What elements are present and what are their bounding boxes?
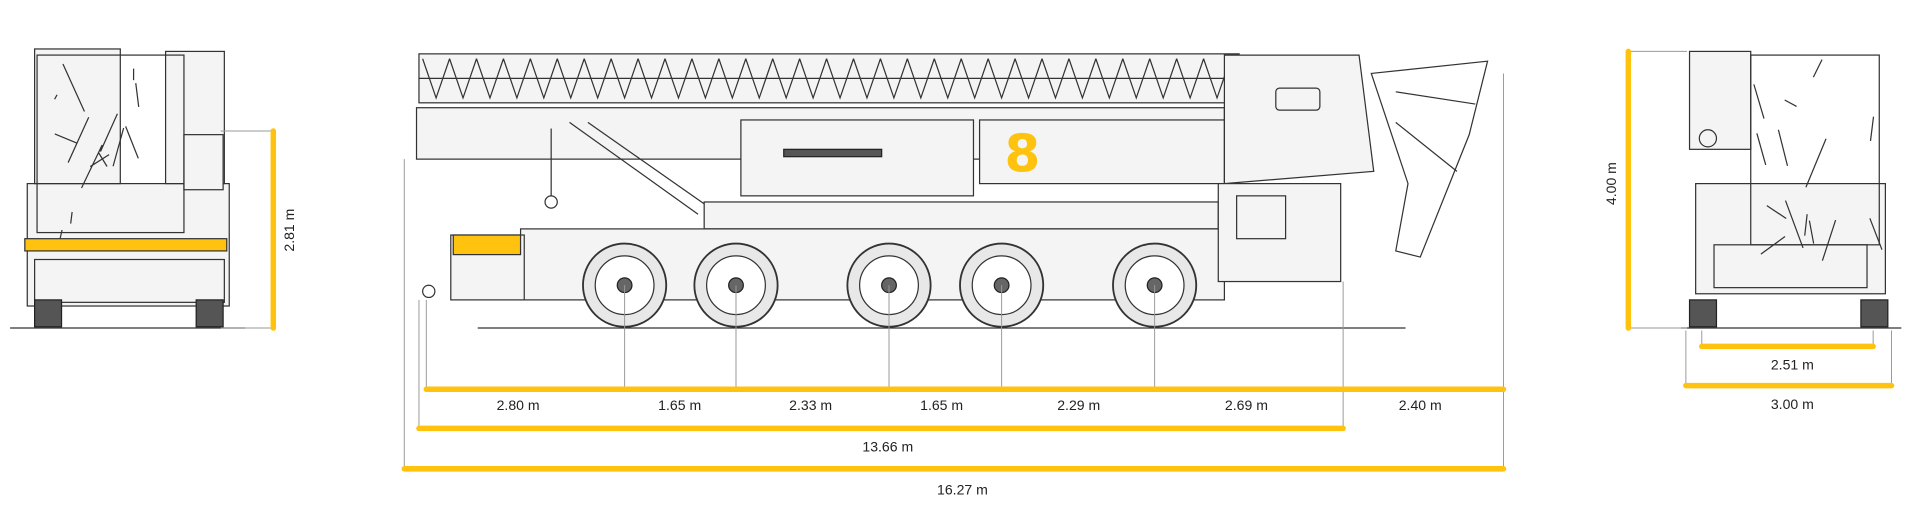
overall-width-label: 3.00 m xyxy=(1771,396,1814,412)
front-height-label: 4.00 m xyxy=(1603,162,1619,205)
crane-cab xyxy=(1223,54,1375,185)
side-view: 8 2.80 m 1.65 m 2.33 m 1.65 m 2.29 m 2.6… xyxy=(401,53,1507,498)
segment-label: 2.29 m xyxy=(1057,397,1100,413)
front-view: 4.00 m 2.51 m 3.00 m xyxy=(1603,48,1902,412)
rear-bumper-stripe xyxy=(24,238,228,252)
total-length-label: 16.27 m xyxy=(937,482,988,498)
rear-height-label: 2.81 m xyxy=(281,209,297,252)
brand-logo-icon: 8 xyxy=(1005,124,1041,184)
segment-label: 1.65 m xyxy=(658,397,701,413)
segment-label: 1.65 m xyxy=(920,397,963,413)
segment-label: 2.80 m xyxy=(497,397,540,413)
segment-label: 2.33 m xyxy=(789,397,832,413)
segment-label: 2.69 m xyxy=(1225,397,1268,413)
track-width-label: 2.51 m xyxy=(1771,357,1814,373)
rear-view: 2.81 m xyxy=(10,48,297,331)
segment-label: 2.40 m xyxy=(1399,397,1442,413)
logo-panel xyxy=(740,119,975,197)
rear-yellow-box xyxy=(452,234,522,256)
chassis-length-label: 13.66 m xyxy=(862,439,913,455)
